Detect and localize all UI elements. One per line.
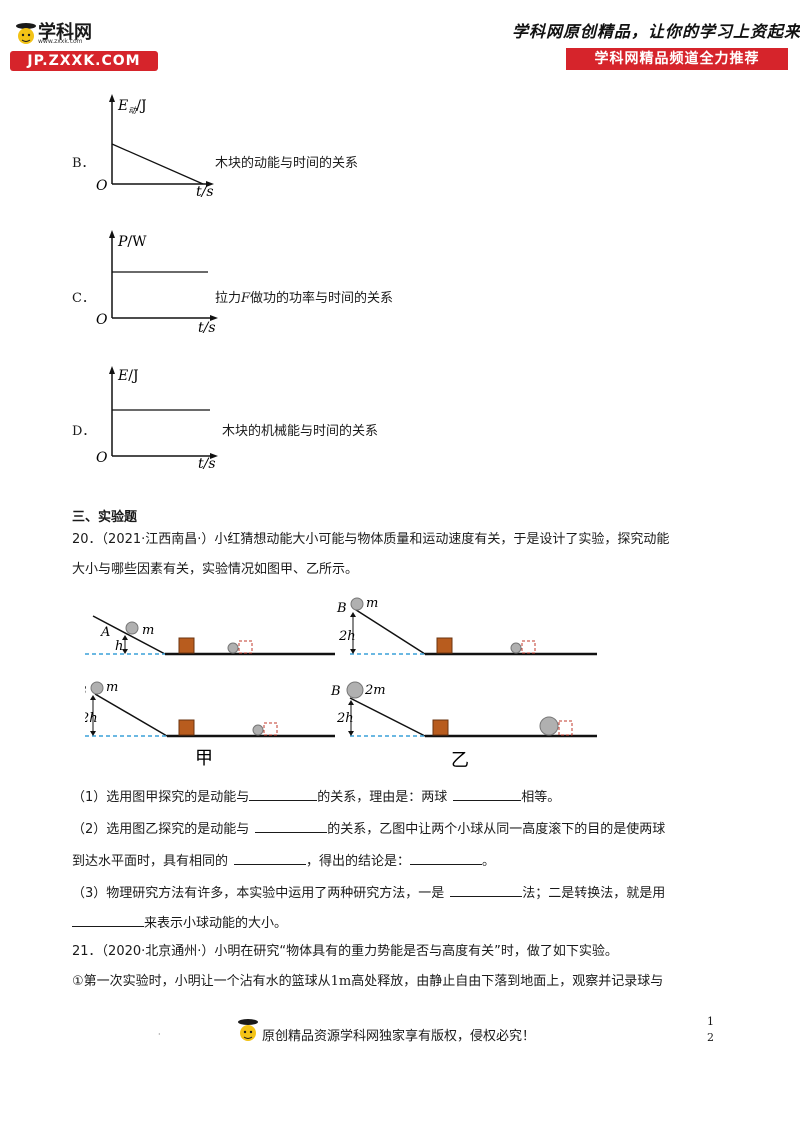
footer-dot: ·: [158, 1030, 161, 1039]
svg-text:B: B: [85, 684, 87, 699]
q21-line2: ①第一次实验时，小明让一个沾有水的篮球从1m高处释放，由静止自由下落到地面上，观…: [72, 974, 664, 989]
option-d-caption: 木块的机械能与时间的关系: [222, 424, 379, 439]
logo-small-url: www.zxxk.com: [38, 38, 83, 45]
label-jia: 甲: [195, 748, 213, 769]
caption-post: 做功的功率与时间的关系: [250, 291, 394, 306]
setup-jia-top: A m h: [85, 615, 335, 656]
svg-text:m: m: [142, 623, 154, 638]
y-axis-label: P/W: [117, 234, 147, 250]
svg-text:h: h: [115, 639, 123, 654]
x-axis-label: t/s: [198, 456, 216, 472]
mascot-icon: [16, 23, 36, 44]
option-b-caption: 木块的动能与时间的关系: [215, 156, 359, 171]
answer-blank[interactable]: [410, 850, 483, 865]
svg-text:2h: 2h: [85, 711, 98, 726]
option-c-letter: C．: [72, 291, 95, 306]
answer-blank[interactable]: [453, 786, 522, 801]
channel-banner: 学科网精品频道全力推荐: [566, 48, 788, 70]
q21-line1: 21．（2020·北京通州·）小明在研究“物体具有的重力势能是否与高度有关”时，…: [72, 944, 618, 959]
label-yi: 乙: [451, 750, 469, 771]
mascot-icon: [238, 1019, 258, 1041]
svg-text:2m: 2m: [364, 683, 386, 698]
option-c-caption: 拉力F做功的功率与时间的关系: [215, 287, 393, 306]
svg-text:m: m: [106, 680, 118, 695]
graph-power: P/W O t/s: [96, 230, 218, 336]
origin-label: O: [96, 178, 108, 194]
logo-title: 学科网: [38, 22, 92, 43]
origin-label: O: [96, 450, 108, 466]
y-axis-label: E/J: [117, 368, 139, 384]
svg-text:m: m: [366, 596, 378, 611]
y-axis-label: E动/J: [117, 98, 147, 115]
setup-jia-bottom: B m 2h 甲: [85, 680, 335, 769]
q20-sub3-line1: （3）物理研究方法有许多，本实验中运用了两种研究方法，一是法；二是转换法，就是用: [72, 882, 752, 904]
q20-line1: 20．（2021·江西南昌·）小红猜想动能大小可能与物体质量和运动速度有关，于是…: [72, 532, 670, 547]
graph-mechanical-energy: E/J O t/s: [96, 366, 218, 472]
option-b-letter: B．: [72, 156, 95, 171]
page-number: 1 2: [707, 1015, 714, 1044]
svg-text:2h: 2h: [336, 711, 354, 726]
svg-text:B: B: [336, 601, 347, 616]
footer-copyright: 原创精品资源学科网独家享有版权，侵权必究！: [262, 1029, 536, 1044]
q20-line2: 大小与哪些因素有关，实验情况如图甲、乙所示。: [72, 562, 359, 577]
setup-yi-bottom: B 2m 2h 乙: [330, 681, 597, 771]
x-axis-label: t/s: [196, 184, 214, 200]
header-slogan: 学科网原创精品，让你的学习上资起来！: [512, 22, 800, 41]
svg-text:A: A: [100, 625, 110, 640]
experiment-figure: A m h B m 2h B m 2h 甲: [85, 596, 597, 771]
caption-pre: 拉力: [215, 291, 242, 306]
answer-blank[interactable]: [450, 882, 523, 897]
svg-text:B: B: [330, 684, 341, 699]
answer-blank[interactable]: [72, 912, 144, 927]
origin-label: O: [96, 312, 108, 328]
logo-url-bar[interactable]: JP.ZXXK.COM: [10, 51, 158, 71]
graph-kinetic-energy: E动/J O t/s: [96, 94, 214, 200]
answer-blank[interactable]: [234, 850, 307, 865]
q20-sub2-line1: （2）选用图乙探究的是动能与的关系，乙图中让两个小球从同一高度滚下的目的是使两球: [72, 818, 752, 840]
answer-blank[interactable]: [249, 786, 318, 801]
section-title: 三、实验题: [72, 510, 138, 525]
q20-sub3-line2: 来表示小球动能的大小。: [72, 912, 752, 934]
caption-variable: F: [241, 291, 251, 306]
x-axis-label: t/s: [198, 320, 216, 336]
q20-sub1: （1）选用图甲探究的是动能与的关系，理由是：两球相等。: [72, 786, 752, 808]
setup-yi-top: B m 2h: [336, 596, 597, 656]
svg-text:2h: 2h: [338, 629, 356, 644]
option-d-letter: D．: [72, 424, 96, 439]
q20-sub2-line2: 到达水平面时，具有相同的，得出的结论是：。: [72, 850, 752, 872]
answer-blank[interactable]: [255, 818, 328, 833]
